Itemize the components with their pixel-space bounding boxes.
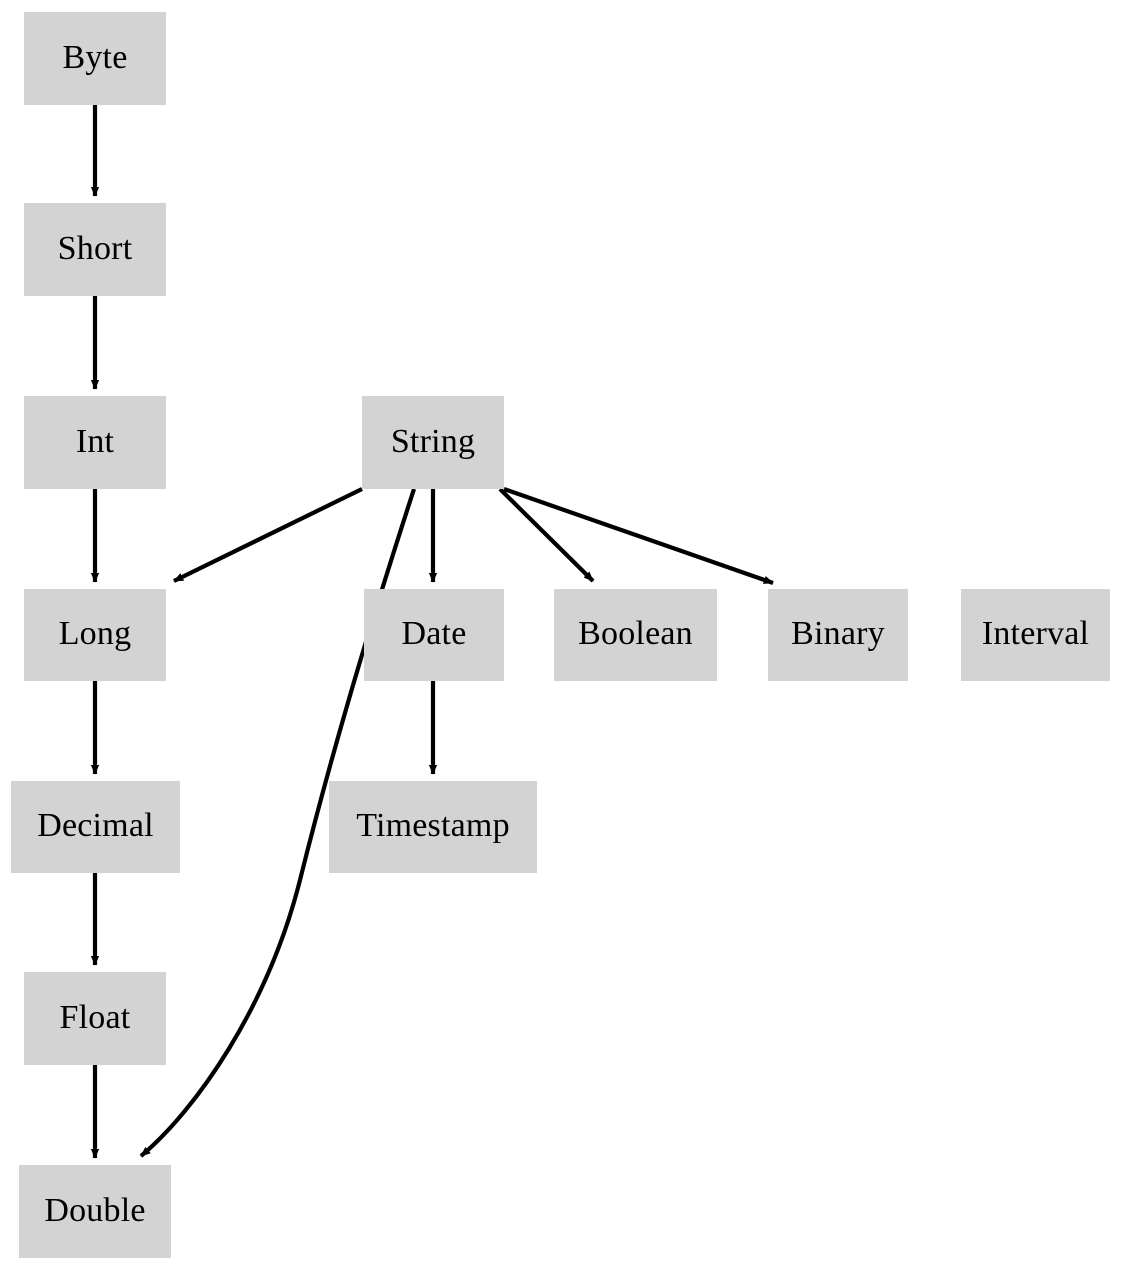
edge-string-boolean [498,487,595,583]
node-boolean[interactable]: Boolean [554,589,717,681]
node-label-double: Double [44,1191,146,1229]
node-float[interactable]: Float [24,972,166,1065]
node-int[interactable]: Int [24,396,166,489]
node-timestamp[interactable]: Timestamp [329,781,537,873]
edge-string-long [173,487,363,583]
node-byte[interactable]: Byte [24,12,166,105]
node-label-interval: Interval [981,615,1090,652]
node-label-short: Short [57,229,133,267]
node-label-boolean: Boolean [578,615,693,652]
edge-string-binary [503,487,774,585]
node-label-decimal: Decimal [37,807,154,844]
node-double[interactable]: Double [19,1165,171,1258]
node-binary[interactable]: Binary [768,589,908,681]
node-label-long: Long [58,615,132,652]
node-label-binary: Binary [791,615,885,652]
node-label-int: Int [75,422,115,460]
node-label-byte: Byte [62,38,128,76]
node-label-float: Float [59,998,131,1036]
node-short[interactable]: Short [24,203,166,296]
node-label-date: Date [401,615,467,652]
node-decimal[interactable]: Decimal [11,781,180,873]
node-date[interactable]: Date [364,589,504,681]
node-long[interactable]: Long [24,589,166,681]
node-interval[interactable]: Interval [961,589,1110,681]
node-label-timestamp: Timestamp [356,807,510,844]
node-string[interactable]: String [362,396,504,489]
node-label-string: String [390,422,476,460]
